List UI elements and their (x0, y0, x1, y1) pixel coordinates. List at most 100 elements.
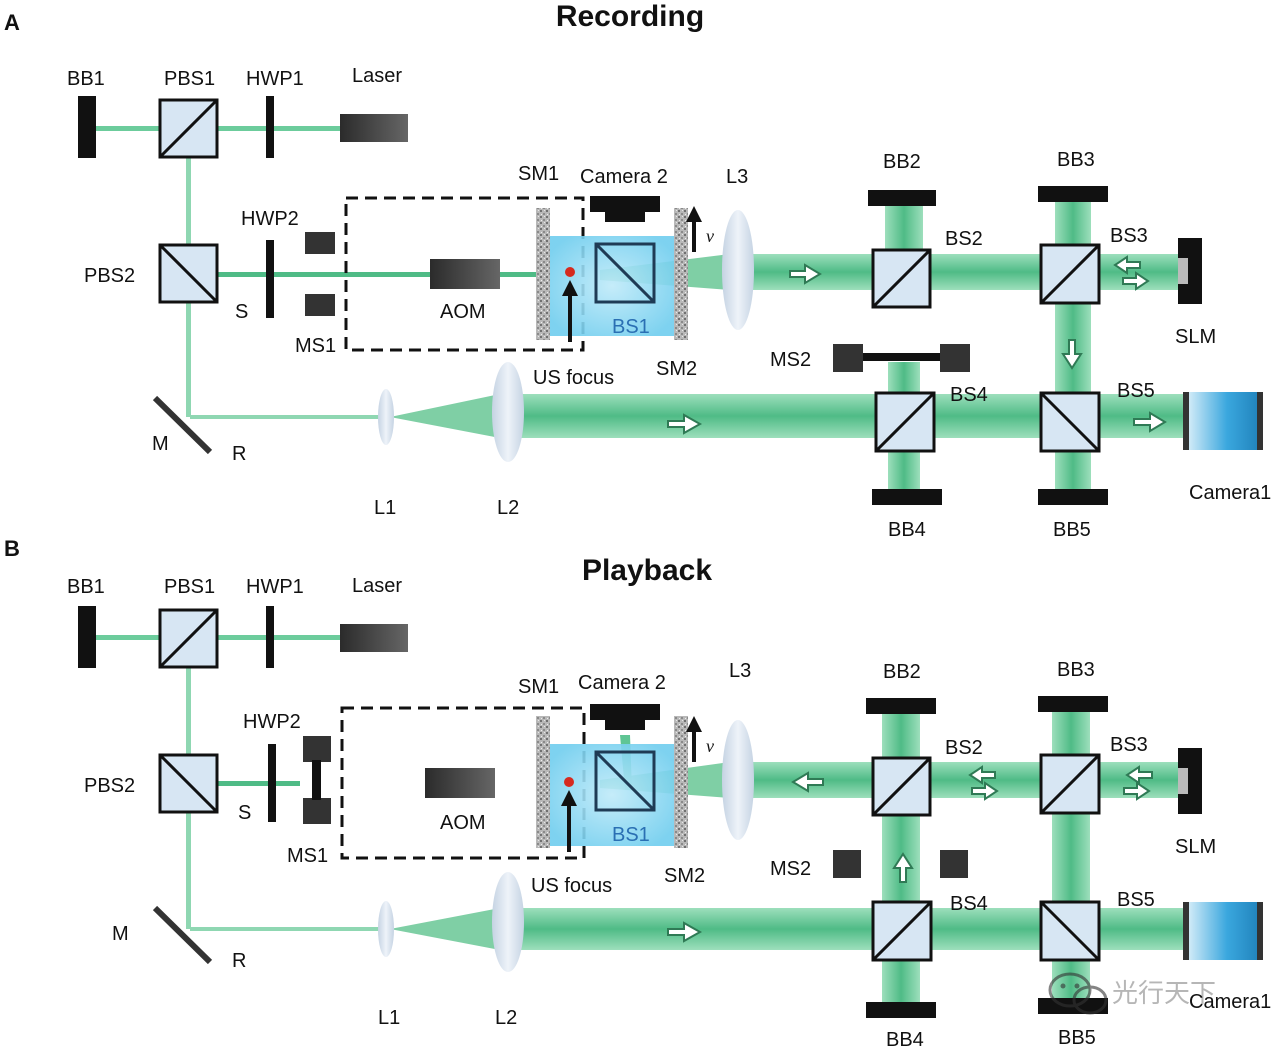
panel-title: Recording (556, 0, 704, 33)
label: SLM (1175, 326, 1216, 348)
lens (378, 389, 394, 445)
mechanical-shutter (833, 850, 861, 878)
label: Camera1 (1189, 482, 1271, 504)
panel-letter: A (4, 10, 20, 35)
camera-1 (1183, 902, 1263, 960)
beam-block (1038, 186, 1108, 202)
label: SLM (1175, 836, 1216, 858)
label: R (232, 950, 246, 972)
label: L1 (374, 497, 396, 519)
label: BB1 (67, 68, 105, 90)
mechanical-shutter (940, 344, 970, 372)
beam-block (78, 96, 96, 158)
label: PBS2 (84, 265, 135, 287)
focus-dot (565, 267, 575, 277)
label: Camera 2 (580, 166, 668, 188)
half-wave-plate (266, 240, 274, 318)
label: MS1 (287, 845, 328, 867)
camera-2 (590, 704, 660, 730)
label: PBS1 (164, 576, 215, 598)
label: BB3 (1057, 659, 1095, 681)
beam-block (1038, 489, 1108, 505)
half-wave-plate (266, 606, 274, 668)
laser-source (340, 114, 408, 142)
label: BS3 (1110, 734, 1148, 756)
mechanical-shutter (940, 850, 968, 878)
panel-letter: B (4, 536, 20, 561)
beam-block (866, 698, 936, 714)
mechanical-shutter (833, 344, 863, 372)
mechanical-shutter (305, 232, 335, 254)
label: BS5 (1117, 380, 1155, 402)
label: BB4 (888, 519, 926, 541)
label: HWP1 (246, 576, 304, 598)
beam-splitter-cube (594, 750, 656, 812)
direction-arrows (667, 765, 1153, 943)
label: BS2 (945, 737, 983, 759)
label: S (238, 802, 251, 824)
lens (378, 901, 394, 957)
mechanical-shutter (305, 294, 335, 316)
beam-block (868, 190, 936, 206)
label: BS1 (612, 824, 650, 846)
label: BS1 (612, 316, 650, 338)
label: HWP2 (241, 208, 299, 230)
camera-2 (590, 196, 660, 222)
label: SM1 (518, 676, 559, 698)
mirror (152, 905, 213, 965)
scattering-medium (674, 716, 688, 848)
mechanical-shutter (303, 798, 331, 824)
scattering-medium (536, 208, 550, 340)
watermark: 光行天下 (1048, 972, 1216, 1015)
acousto-optic-modulator (425, 768, 495, 798)
label: AOM (440, 301, 486, 323)
label: BS4 (950, 384, 988, 406)
panel-b: B Playback (4, 536, 1271, 1050)
acousto-optic-modulator (430, 259, 500, 289)
label: HWP1 (246, 68, 304, 90)
label: Laser (352, 65, 402, 87)
label: MS2 (770, 349, 811, 371)
lens (722, 720, 754, 840)
label: v (706, 226, 714, 246)
label: SM2 (664, 865, 705, 887)
wechat-icon (1048, 972, 1108, 1015)
beam-splitter-cube (594, 242, 656, 304)
half-wave-plate (268, 744, 276, 822)
focus-dot (564, 777, 574, 787)
component-labels: BB1 PBS1 HWP1 Laser PBS2 HWP2 S MS1 AOM … (67, 65, 1271, 541)
label: BB5 (1053, 519, 1091, 541)
direction-arrows (667, 255, 1167, 435)
label: L3 (729, 660, 751, 682)
beam-block (872, 489, 942, 505)
beam-block (1038, 696, 1108, 712)
mechanical-shutter (303, 736, 331, 762)
label: HWP2 (243, 711, 301, 733)
laser-source (340, 624, 408, 652)
panel-title: Playback (582, 554, 712, 587)
label: BS2 (945, 228, 983, 250)
label: BB4 (886, 1029, 924, 1050)
lens (722, 210, 754, 330)
label: US focus (531, 875, 612, 897)
label: S (235, 301, 248, 323)
label: PBS1 (164, 68, 215, 90)
label: BB5 (1058, 1027, 1096, 1049)
label: MS2 (770, 858, 811, 880)
label: BB2 (883, 661, 921, 683)
label: PBS2 (84, 775, 135, 797)
label: MS1 (295, 335, 336, 357)
label: L1 (378, 1007, 400, 1029)
label: BB2 (883, 151, 921, 173)
scattering-medium (674, 208, 688, 340)
beam-block (78, 606, 96, 668)
label: SM2 (656, 358, 697, 380)
label: M (112, 923, 129, 945)
mirror (152, 395, 213, 455)
lens (492, 362, 524, 462)
lens (492, 872, 524, 972)
scattering-medium (536, 716, 550, 848)
label: BS3 (1110, 225, 1148, 247)
panel-a: A Recording (4, 0, 1271, 541)
